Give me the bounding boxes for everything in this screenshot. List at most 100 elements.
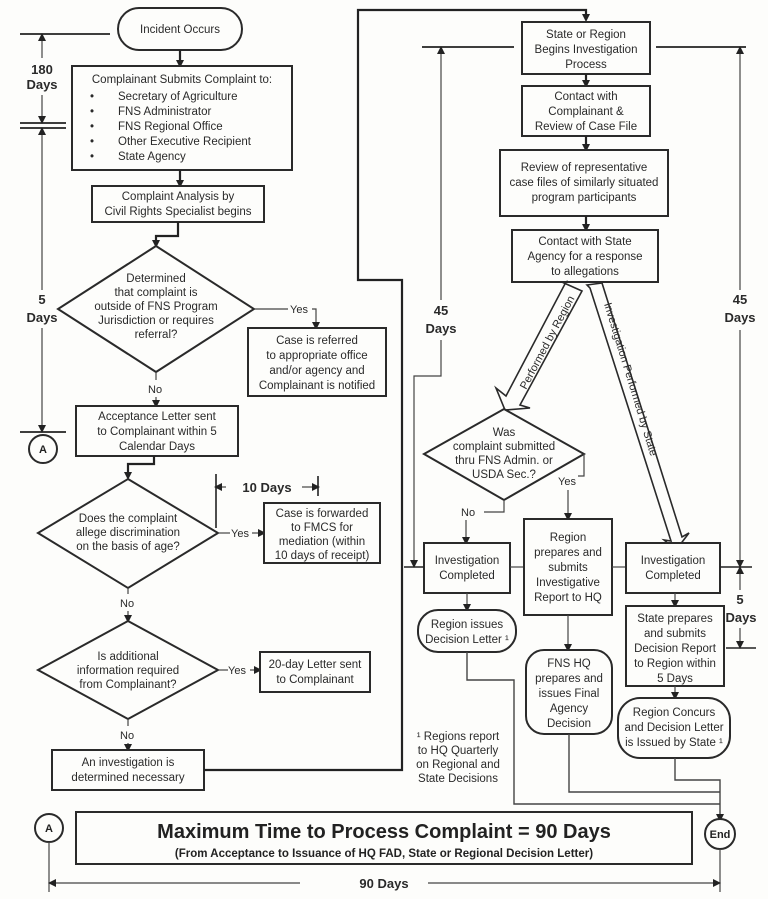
submit-recipient-list: • Secretary of Agriculture • FNS Administr…	[90, 91, 252, 163]
region-report-line: submits	[548, 562, 588, 574]
begin-line: Begins Investigation	[535, 44, 638, 56]
inv-completed-line: Completed	[645, 570, 701, 582]
node-fmcs-mediation: Case is forwarded to FMCS for mediation …	[263, 502, 381, 564]
timeline-45-days-left: 45 Days	[404, 46, 514, 568]
contact-state-line: Contact with State	[538, 236, 631, 248]
decision-line: complaint submitted	[453, 441, 555, 453]
investigation-needed-line: determined necessary	[71, 772, 184, 784]
inv-completed-line: Completed	[439, 570, 495, 582]
node-region-report: Region prepares and submits Investigativ…	[523, 518, 613, 616]
days-unit: Days	[26, 77, 57, 92]
recipient-item: Other Executive Recipient	[118, 136, 252, 148]
node-state-decision-report: State prepares and submits Decision Repo…	[625, 605, 725, 687]
region-letter-line: Decision Letter ¹	[425, 634, 509, 646]
days-unit: Days	[425, 321, 456, 336]
letter20-line: to Complainant	[276, 674, 354, 686]
contact-state-line: Agency for a response	[527, 251, 642, 263]
state-report-line: State prepares	[637, 613, 713, 625]
no-label: No	[461, 507, 475, 519]
connector-a-bottom: A	[34, 813, 64, 843]
arrow-performed-by-region: Performed by Region	[494, 280, 584, 411]
timeline-90-days: 90 Days	[48, 842, 721, 892]
hq-fad-line: Decision	[547, 718, 591, 730]
node-complainant-submits: Complainant Submits Complaint to: • Secre…	[71, 65, 293, 171]
hq-fad-line: FNS HQ	[547, 658, 591, 670]
contact-line: Review of Case File	[535, 121, 637, 133]
begin-line: State or Region	[546, 29, 626, 41]
inv-completed-line: Investigation	[641, 555, 706, 567]
decision-age: Does the complaint allege discrimination…	[36, 477, 220, 590]
svg-text:•: •	[90, 136, 94, 148]
decision-line: Was	[493, 427, 516, 439]
decision-line: Determined	[126, 273, 185, 285]
node-20-day-letter: 20-day Letter sent to Complainant	[259, 651, 371, 693]
svg-text:•: •	[90, 106, 94, 118]
state-report-line: to Region within	[634, 658, 716, 670]
ten-days-label: 10 Days	[242, 480, 291, 495]
decision-line: USDA Sec.?	[472, 469, 536, 481]
concurs-line: Region Concurs	[633, 707, 716, 719]
begin-line: Process	[565, 59, 607, 71]
node-review-case-files: Review of representative case files of s…	[499, 149, 669, 217]
decision-line: Does the complaint	[79, 513, 178, 525]
performed-by-state-label: Investigation Performed by State	[601, 301, 659, 457]
decision-submitted-thru-fns: Was complaint submitted thru FNS Admin. …	[421, 407, 587, 502]
footnote-line: to HQ Quarterly	[418, 745, 499, 757]
node-hq-final-agency-decision: FNS HQ prepares and issues Final Agency …	[525, 649, 613, 735]
timeline-5-days-right: 5 Days	[725, 566, 757, 649]
days-unit: Days	[725, 610, 756, 625]
days-unit: Days	[724, 310, 755, 325]
svg-text:•: •	[90, 91, 94, 103]
submit-title: Complainant Submits Complaint to:	[92, 74, 272, 86]
node-incident-occurs: Incident Occurs	[117, 7, 243, 51]
connector-a-top: A	[28, 434, 58, 464]
decision-line: that complaint is	[114, 287, 197, 299]
days-number: 45	[434, 303, 448, 318]
footnote-line: State Decisions	[418, 773, 498, 785]
summary-box: Maximum Time to Process Complaint = 90 D…	[75, 811, 693, 865]
contact-line: Complainant &	[548, 106, 624, 118]
acceptance-line: to Complainant within 5	[97, 426, 217, 438]
node-case-referred: Case is referred to appropriate office a…	[247, 327, 387, 397]
region-letter-line: Region issues	[431, 619, 503, 631]
referred-line: Case is referred	[276, 335, 358, 347]
incident-text: Incident Occurs	[140, 24, 220, 36]
decision-line: from Complainant?	[79, 679, 176, 691]
decision-line: on the basis of age?	[76, 541, 180, 553]
node-region-decision-letter: Region issues Decision Letter ¹	[417, 609, 517, 653]
timeline-180-days: 180 Days	[20, 33, 110, 129]
letter20-line: 20-day Letter sent	[269, 659, 363, 671]
decision-line: Is additional	[97, 651, 158, 663]
days-number: 180	[31, 62, 53, 77]
days-number: 5	[736, 592, 743, 607]
review-line: case files of similarly situated	[510, 177, 659, 189]
svg-text:•: •	[90, 121, 94, 133]
investigation-needed-line: An investigation is	[82, 757, 175, 769]
acceptance-line: Acceptance Letter sent	[98, 411, 216, 423]
node-investigation-completed-region: Investigation Completed	[423, 542, 511, 594]
referred-line: Complainant is notified	[259, 380, 375, 392]
no-label: No	[120, 598, 134, 610]
yes-label: Yes	[558, 476, 576, 488]
review-line: program participants	[532, 192, 637, 204]
recipient-item: Secretary of Agriculture	[118, 91, 238, 103]
state-report-line: Decision Report	[634, 643, 717, 655]
node-contact-state-agency: Contact with State Agency for a response…	[511, 229, 659, 283]
timeline-10-days: 10 Days	[214, 474, 320, 528]
fmcs-line: 10 days of receipt)	[275, 550, 370, 562]
decision-additional-info: Is additional information required from …	[35, 619, 221, 721]
analysis-line: Civil Rights Specialist begins	[104, 206, 251, 218]
referred-line: to appropriate office	[266, 350, 367, 362]
region-report-line: Region	[550, 532, 586, 544]
decision-line: thru FNS Admin. or	[455, 455, 553, 467]
hq-fad-line: issues Final	[539, 688, 600, 700]
svg-text:•: •	[90, 151, 94, 163]
performed-by-region-label: Performed by Region	[518, 294, 577, 391]
hq-fad-line: Agency	[550, 703, 589, 715]
inv-completed-line: Investigation	[435, 555, 500, 567]
contact-line: Contact with	[554, 91, 617, 103]
no-label: No	[148, 384, 162, 396]
referred-line: and/or agency and	[269, 365, 364, 377]
recipient-item: FNS Administrator	[118, 106, 211, 118]
